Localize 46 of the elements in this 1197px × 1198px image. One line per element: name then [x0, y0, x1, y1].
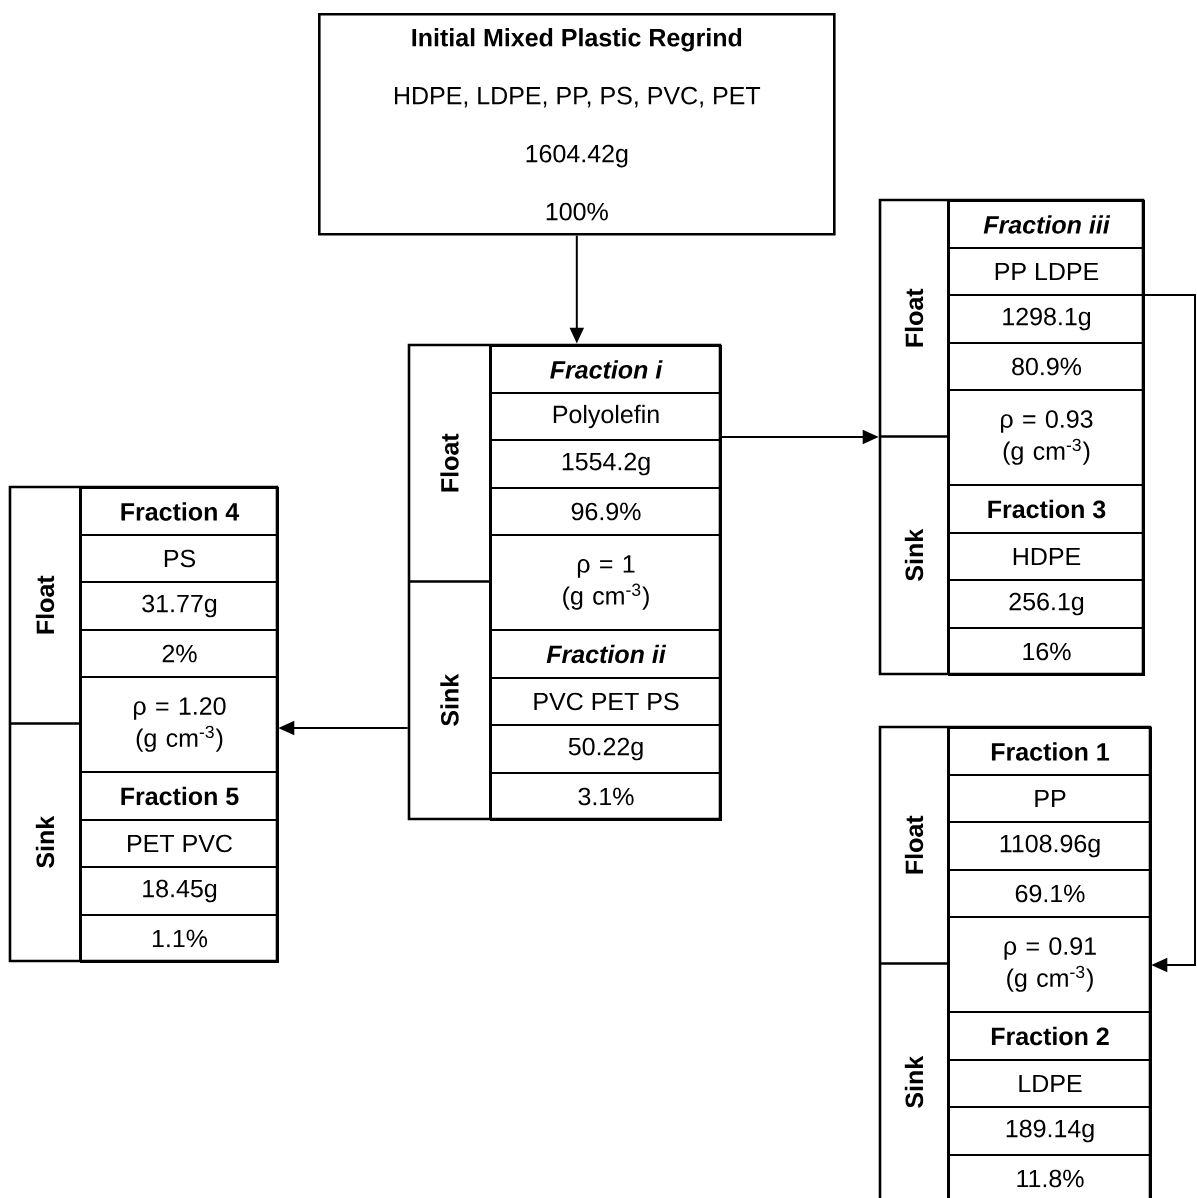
table-cell: 18.45g: [80, 866, 279, 916]
table-cell: PET PVC: [80, 819, 279, 868]
side-label: Float: [879, 726, 949, 965]
side-label: Sink: [408, 580, 491, 820]
table-cell: 1.1%: [80, 914, 279, 963]
table-cell: Fraction 5: [80, 771, 279, 821]
table-cell: Fraction i: [490, 345, 722, 394]
table-cell: 50.22g: [490, 724, 722, 774]
table-cell: Fraction 2: [948, 1011, 1152, 1061]
side-label: Sink: [879, 962, 949, 1198]
table-cell: 16%: [948, 627, 1145, 676]
side-label: Float: [879, 199, 949, 438]
side-label: Sink: [879, 435, 949, 675]
side-label: Sink: [9, 722, 81, 962]
table-cell: 1298.1g: [948, 294, 1145, 344]
table-cell: 1108.96g: [948, 821, 1152, 871]
table-cell: PVC PET PS: [490, 677, 722, 726]
table-cell: Fraction iii: [948, 200, 1145, 249]
table-cell: ρ = 1.20 (g cm$^{-3}$): [80, 676, 279, 773]
table-cell: PP: [948, 774, 1152, 823]
table-cell: 80.9%: [948, 342, 1145, 391]
table-cell: 3.1%: [490, 772, 722, 821]
arrow: [1143, 294, 1196, 973]
side-label: Float: [9, 486, 81, 725]
table-cell: 96.9%: [490, 487, 722, 536]
table-cell: ρ = 1 (g cm$^{-3}$): [490, 534, 722, 631]
table-cell: Fraction ii: [490, 629, 722, 679]
table-cell: ρ = 0.91 (g cm$^{-3}$): [948, 916, 1152, 1013]
table-cell: 69.1%: [948, 869, 1152, 918]
table-cell: 189.14g: [948, 1106, 1152, 1156]
process-box: Initial Mixed Plastic Regrind HDPE, LDPE, PP, PS, PVC, PET 1604.42g 100%: [318, 13, 836, 236]
table-cell: Fraction 3: [948, 484, 1145, 534]
table-cell: Fraction 1: [948, 727, 1152, 776]
table-cell: 1554.2g: [490, 439, 722, 489]
side-label: Float: [408, 344, 491, 583]
table-cell: 2%: [80, 629, 279, 678]
table-cell: HDPE: [948, 532, 1145, 581]
table-cell: Polyolefin: [490, 392, 722, 441]
table-cell: ρ = 0.93 (g cm$^{-3}$): [948, 389, 1145, 486]
table-cell: PP LDPE: [948, 247, 1145, 296]
table-cell: 31.77g: [80, 581, 279, 631]
table-cell: Fraction 4: [80, 487, 279, 536]
table-cell: 11.8%: [948, 1154, 1152, 1198]
table-cell: 256.1g: [948, 579, 1145, 629]
table-cell: PS: [80, 534, 279, 583]
table-cell: LDPE: [948, 1059, 1152, 1108]
